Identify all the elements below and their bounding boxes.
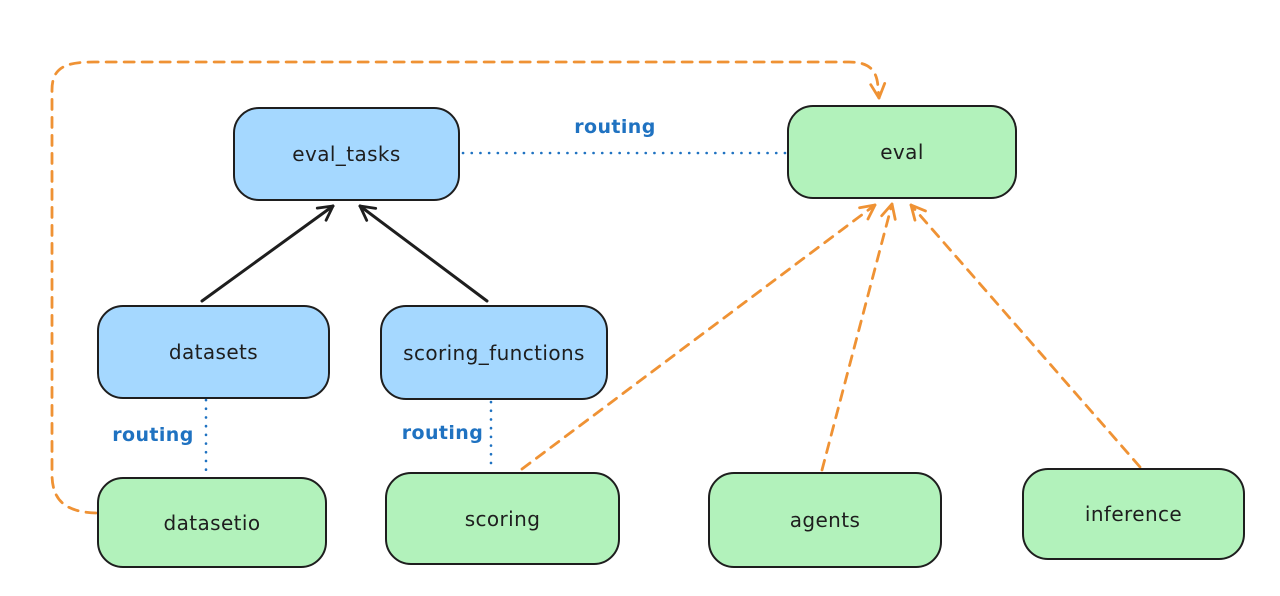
edge-inference-to-eval	[909, 203, 1142, 469]
edge-label-routing-scoring-functions-scoring: routing	[401, 422, 484, 444]
node-eval-tasks: eval_tasks	[233, 107, 460, 201]
node-label: datasets	[168, 340, 259, 364]
edge-label-routing-eval-tasks-eval: routing	[574, 116, 656, 138]
node-agents: agents	[708, 472, 942, 568]
node-datasetio: datasetio	[97, 477, 327, 568]
node-label: eval	[880, 140, 924, 164]
node-scoring: scoring	[385, 472, 620, 565]
edge-scoring-to-eval	[520, 203, 877, 471]
node-label: agents	[789, 508, 861, 532]
edge-label-routing-datasets-datasetio: routing	[112, 424, 194, 446]
node-scoring-functions: scoring_functions	[380, 305, 608, 400]
node-label: scoring	[464, 506, 541, 531]
node-label: datasetio	[163, 510, 261, 535]
node-eval: eval	[787, 105, 1017, 199]
edge-datasets-to-eval-tasks	[200, 204, 335, 303]
node-label: inference	[1084, 502, 1183, 526]
edge-datasetio-to-eval-loop	[50, 60, 887, 515]
node-datasets: datasets	[97, 305, 330, 399]
edge-agents-to-eval	[820, 202, 897, 472]
node-inference: inference	[1022, 468, 1245, 560]
edge-scoring-functions-to-eval-tasks	[358, 204, 489, 303]
node-label: scoring_functions	[403, 340, 585, 365]
node-label: eval_tasks	[292, 142, 401, 166]
